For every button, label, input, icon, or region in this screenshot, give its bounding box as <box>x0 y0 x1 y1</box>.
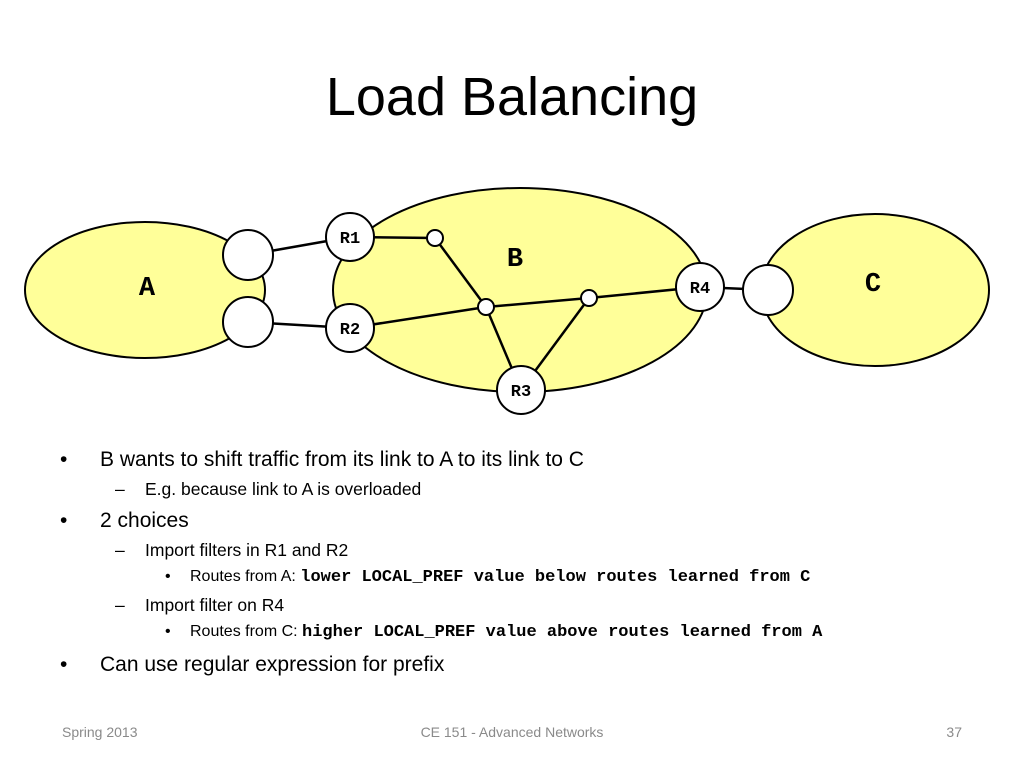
as-a-router-top <box>222 229 274 281</box>
internal-node-2 <box>477 298 495 316</box>
bullet-text: Can use regular expression for prefix <box>100 653 445 676</box>
dash-marker: – <box>115 540 125 560</box>
router-r3-label: R3 <box>511 383 531 402</box>
router-r1-label: R1 <box>340 230 360 249</box>
as-b-ellipse <box>332 187 708 393</box>
bullet-2-1: – Import filters in R1 and R2 <box>60 538 1000 562</box>
bullet-code: higher LOCAL_PREF value above routes lea… <box>302 623 823 642</box>
bullet-text: 2 choices <box>100 509 189 532</box>
bullet-marker: • <box>60 448 68 471</box>
router-r2 <box>325 303 375 353</box>
footer-page-number: 37 <box>946 724 962 740</box>
bullet-list: • B wants to shift traffic from its link… <box>60 440 1000 679</box>
router-r1 <box>325 212 375 262</box>
router-r4-label: R4 <box>690 280 710 299</box>
bullet-1-1: – E.g. because link to A is overloaded <box>60 477 1000 501</box>
bullet-marker: • <box>165 623 171 640</box>
link-n2-n3 <box>485 296 590 309</box>
as-c-label: C <box>865 270 881 300</box>
bullet-text: B wants to shift traffic from its link t… <box>100 448 584 471</box>
bullet-text: E.g. because link to A is overloaded <box>145 479 422 499</box>
router-r3 <box>496 365 546 415</box>
internal-node-3 <box>580 289 598 307</box>
bullet-1: • B wants to shift traffic from its link… <box>60 446 1000 474</box>
as-a-ellipse <box>24 221 266 359</box>
bullet-code: lower LOCAL_PREF value below routes lear… <box>300 568 811 587</box>
bullet-2-1-1: • Routes from A: lower LOCAL_PREF value … <box>60 565 1000 590</box>
as-a-label: A <box>139 274 156 304</box>
slide-title: Load Balancing <box>325 67 699 127</box>
bullet-3: • Can use regular expression for prefix <box>60 651 1000 679</box>
bullet-2: • 2 choices <box>60 507 1000 535</box>
footer-date: Spring 2013 <box>62 724 138 740</box>
as-c-router <box>742 264 794 316</box>
as-b-label: B <box>507 245 523 275</box>
bullet-2-2-1: • Routes from C: higher LOCAL_PREF value… <box>60 620 1000 645</box>
link-n1-n2 <box>433 237 488 308</box>
bullet-text: Import filters in R1 and R2 <box>145 540 349 560</box>
dash-marker: – <box>115 595 125 615</box>
bullet-2-2: – Import filter on R4 <box>60 593 1000 617</box>
bullet-prefix: Routes from C: <box>190 623 303 640</box>
dash-marker: – <box>115 479 125 499</box>
bullet-marker: • <box>165 568 171 585</box>
bullet-marker: • <box>60 653 68 676</box>
bullet-marker: • <box>60 509 68 532</box>
footer-course: CE 151 - Advanced Networks <box>420 724 604 740</box>
router-r4 <box>675 262 725 312</box>
bullet-prefix: Routes from A: <box>190 568 301 585</box>
bullet-text: Import filter on R4 <box>145 595 285 615</box>
as-a-router-bottom <box>222 296 274 348</box>
router-r2-label: R2 <box>340 321 360 340</box>
internal-node-1 <box>426 229 444 247</box>
